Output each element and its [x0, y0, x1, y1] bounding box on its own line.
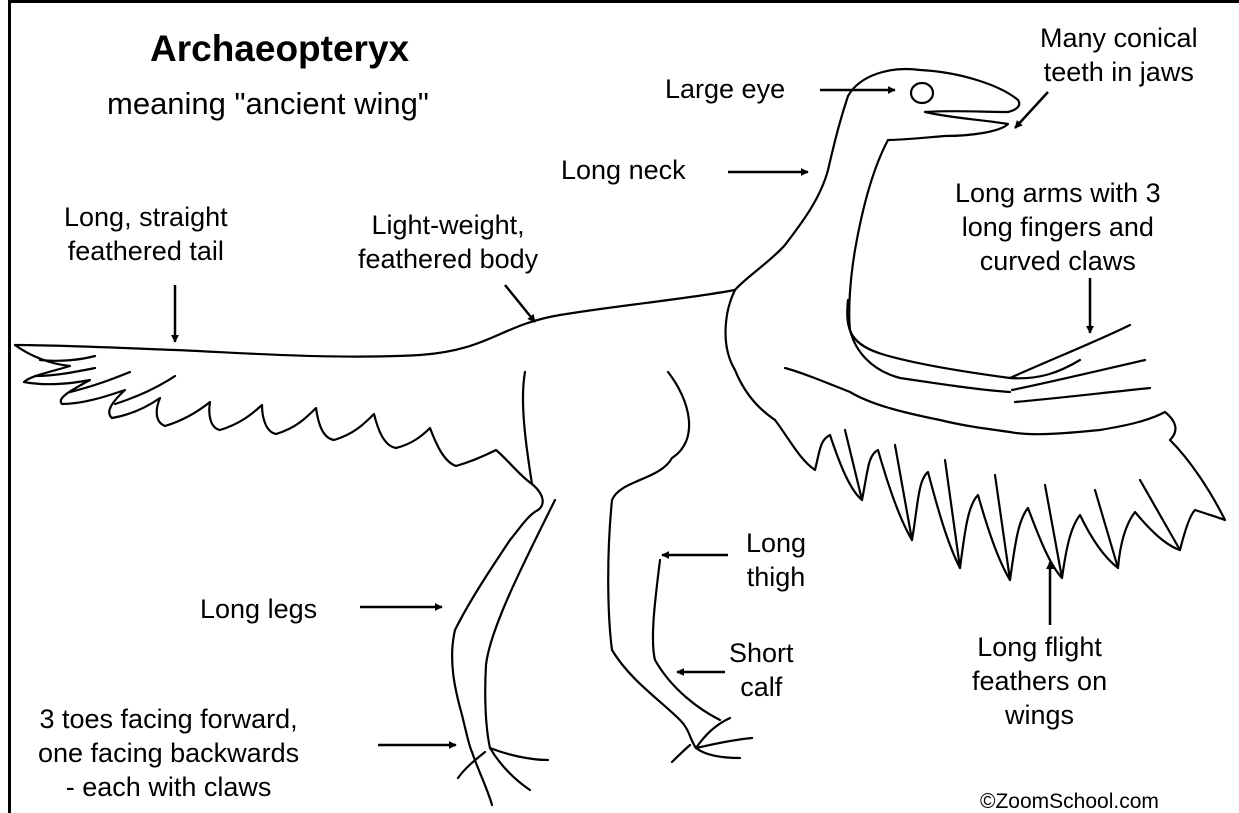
rear-leg-back	[485, 500, 555, 748]
label-body: Light-weight, feathered body	[358, 208, 538, 276]
arrows	[175, 90, 1090, 745]
diagram-title: Archaeopteryx	[150, 28, 409, 70]
label-teeth: Many conical teeth in jaws	[1040, 21, 1198, 89]
label-flight-feathers: Long flight feathers on wings	[972, 630, 1107, 732]
label-tail: Long, straight feathered tail	[64, 200, 228, 268]
arrow-body	[505, 285, 535, 322]
neck-back	[849, 140, 888, 330]
rear-foot	[458, 748, 548, 805]
front-leg	[608, 458, 696, 748]
rear-leg	[452, 540, 510, 752]
label-long-neck: Long neck	[561, 153, 686, 187]
arrow-teeth	[1015, 92, 1048, 128]
head-outline	[848, 69, 1019, 140]
arm	[847, 300, 1080, 378]
back-line	[15, 290, 735, 357]
label-large-eye: Large eye	[665, 72, 785, 106]
neck-front	[735, 96, 848, 290]
diagram-subtitle: meaning "ancient wing"	[107, 86, 429, 122]
label-arms: Long arms with 3 long fingers and curved…	[955, 176, 1161, 278]
hip-curve	[523, 372, 532, 484]
fingers	[1010, 325, 1150, 402]
belly	[510, 484, 543, 540]
front-leg-back	[653, 372, 720, 720]
label-toes: 3 toes facing forward, one facing backwa…	[38, 702, 299, 804]
flight-feathers	[775, 368, 1225, 580]
eye	[911, 83, 933, 103]
copyright-text: ©ZoomSchool.com	[980, 790, 1159, 813]
label-legs: Long legs	[200, 592, 317, 626]
label-thigh: Long thigh	[746, 526, 806, 594]
tail-feathers	[15, 345, 532, 484]
label-calf: Short calf	[729, 636, 794, 704]
